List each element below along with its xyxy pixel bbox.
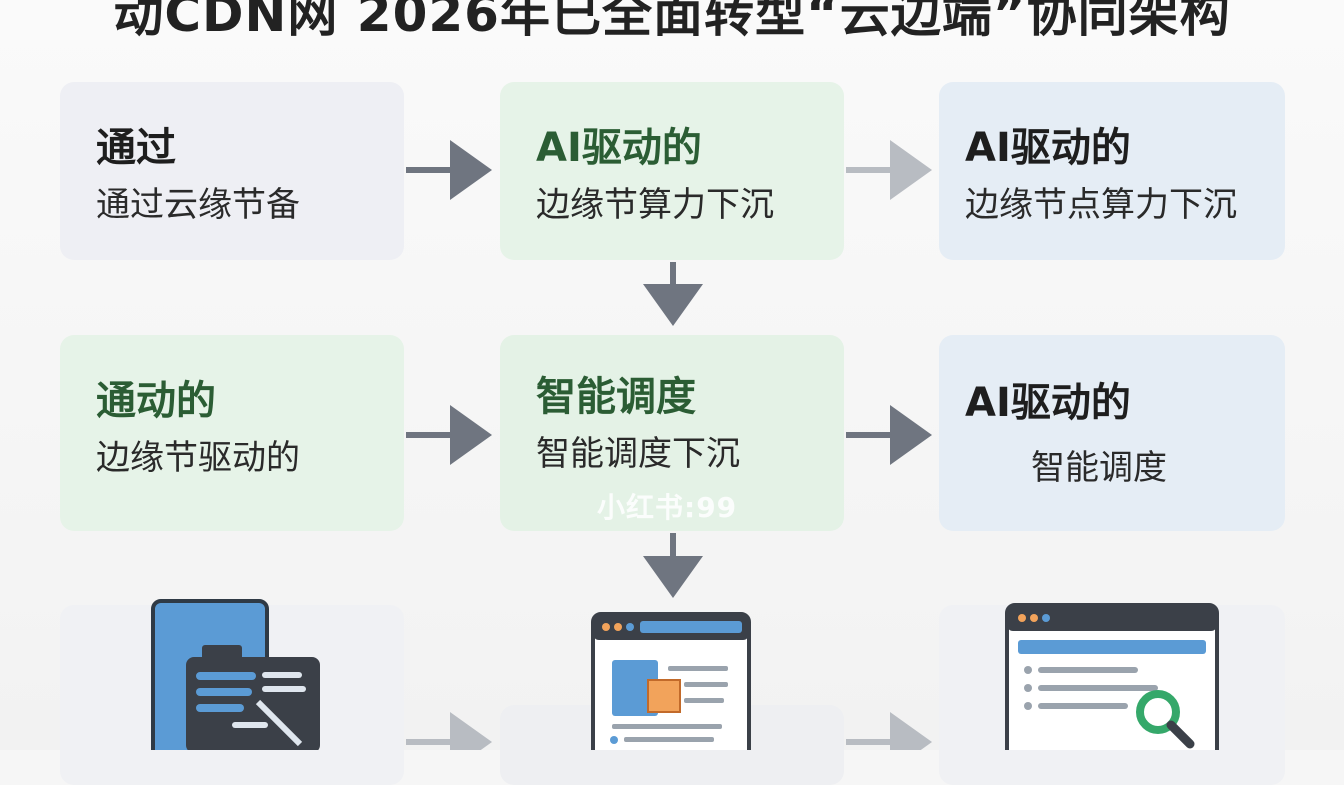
diagram-canvas: 动CDN网 2026年已全面转型“云边端”协同架构 通过 通过云缘节备 AI驱动… bbox=[0, 0, 1344, 750]
card-row1-col2: AI驱动的 边缘节算力下沉 bbox=[500, 82, 844, 260]
card-heading: AI驱动的 bbox=[965, 125, 1131, 171]
clipboard-device-icon bbox=[151, 599, 320, 750]
card-row1-col1: 通过 通过云缘节备 bbox=[60, 82, 404, 260]
card-heading: AI驱动的 bbox=[965, 380, 1131, 426]
card-subtitle: 智能调度下沉 bbox=[536, 434, 740, 474]
watermark: 小红书:99 bbox=[597, 491, 738, 524]
card-subtitle: 边缘节驱动的 bbox=[96, 438, 300, 478]
card-row2-col2: 智能调度 智能调度下沉 bbox=[500, 335, 844, 531]
card-row2-col1: 通动的 边缘节驱动的 bbox=[60, 335, 404, 531]
browser-window-icon bbox=[591, 612, 751, 750]
card-heading: AI驱动的 bbox=[536, 125, 702, 171]
card-subtitle: 智能调度 bbox=[1031, 448, 1167, 488]
card-row2-col3: AI驱动的 智能调度 bbox=[939, 335, 1285, 531]
card-row1-col3: AI驱动的 边缘节点算力下沉 bbox=[939, 82, 1285, 260]
diagram-graphics bbox=[151, 140, 1219, 750]
search-browser-icon bbox=[1005, 603, 1219, 750]
card-subtitle: 通过云缘节备 bbox=[96, 185, 300, 225]
page-title: 动CDN网 2026年已全面转型“云边端”协同架构 bbox=[113, 0, 1231, 43]
card-heading: 通动的 bbox=[96, 378, 216, 424]
card-subtitle: 边缘节点算力下沉 bbox=[965, 185, 1237, 225]
card-heading: 智能调度 bbox=[536, 374, 696, 420]
card-subtitle: 边缘节算力下沉 bbox=[536, 185, 774, 225]
card-heading: 通过 bbox=[96, 125, 176, 171]
